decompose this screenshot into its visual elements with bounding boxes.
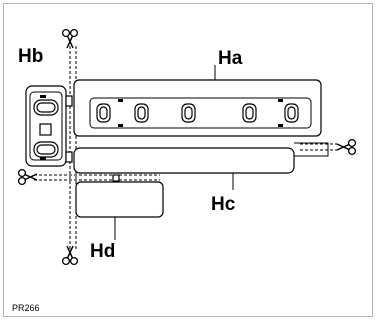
cut-lines: [34, 46, 338, 250]
part-hd: [75, 181, 164, 240]
label-ha: Ha: [218, 48, 243, 69]
part-hb: [25, 85, 73, 167]
scissors-icon: [17, 168, 38, 186]
label-hd: Hd: [90, 241, 115, 262]
part-ha: [73, 65, 322, 137]
scissors-icon: [336, 138, 357, 156]
label-hc: Hc: [211, 194, 236, 215]
label-hb: Hb: [18, 46, 43, 67]
scissors-icon: [61, 28, 79, 49]
part-hc: [73, 142, 329, 190]
figure-code: PR266: [12, 303, 40, 313]
